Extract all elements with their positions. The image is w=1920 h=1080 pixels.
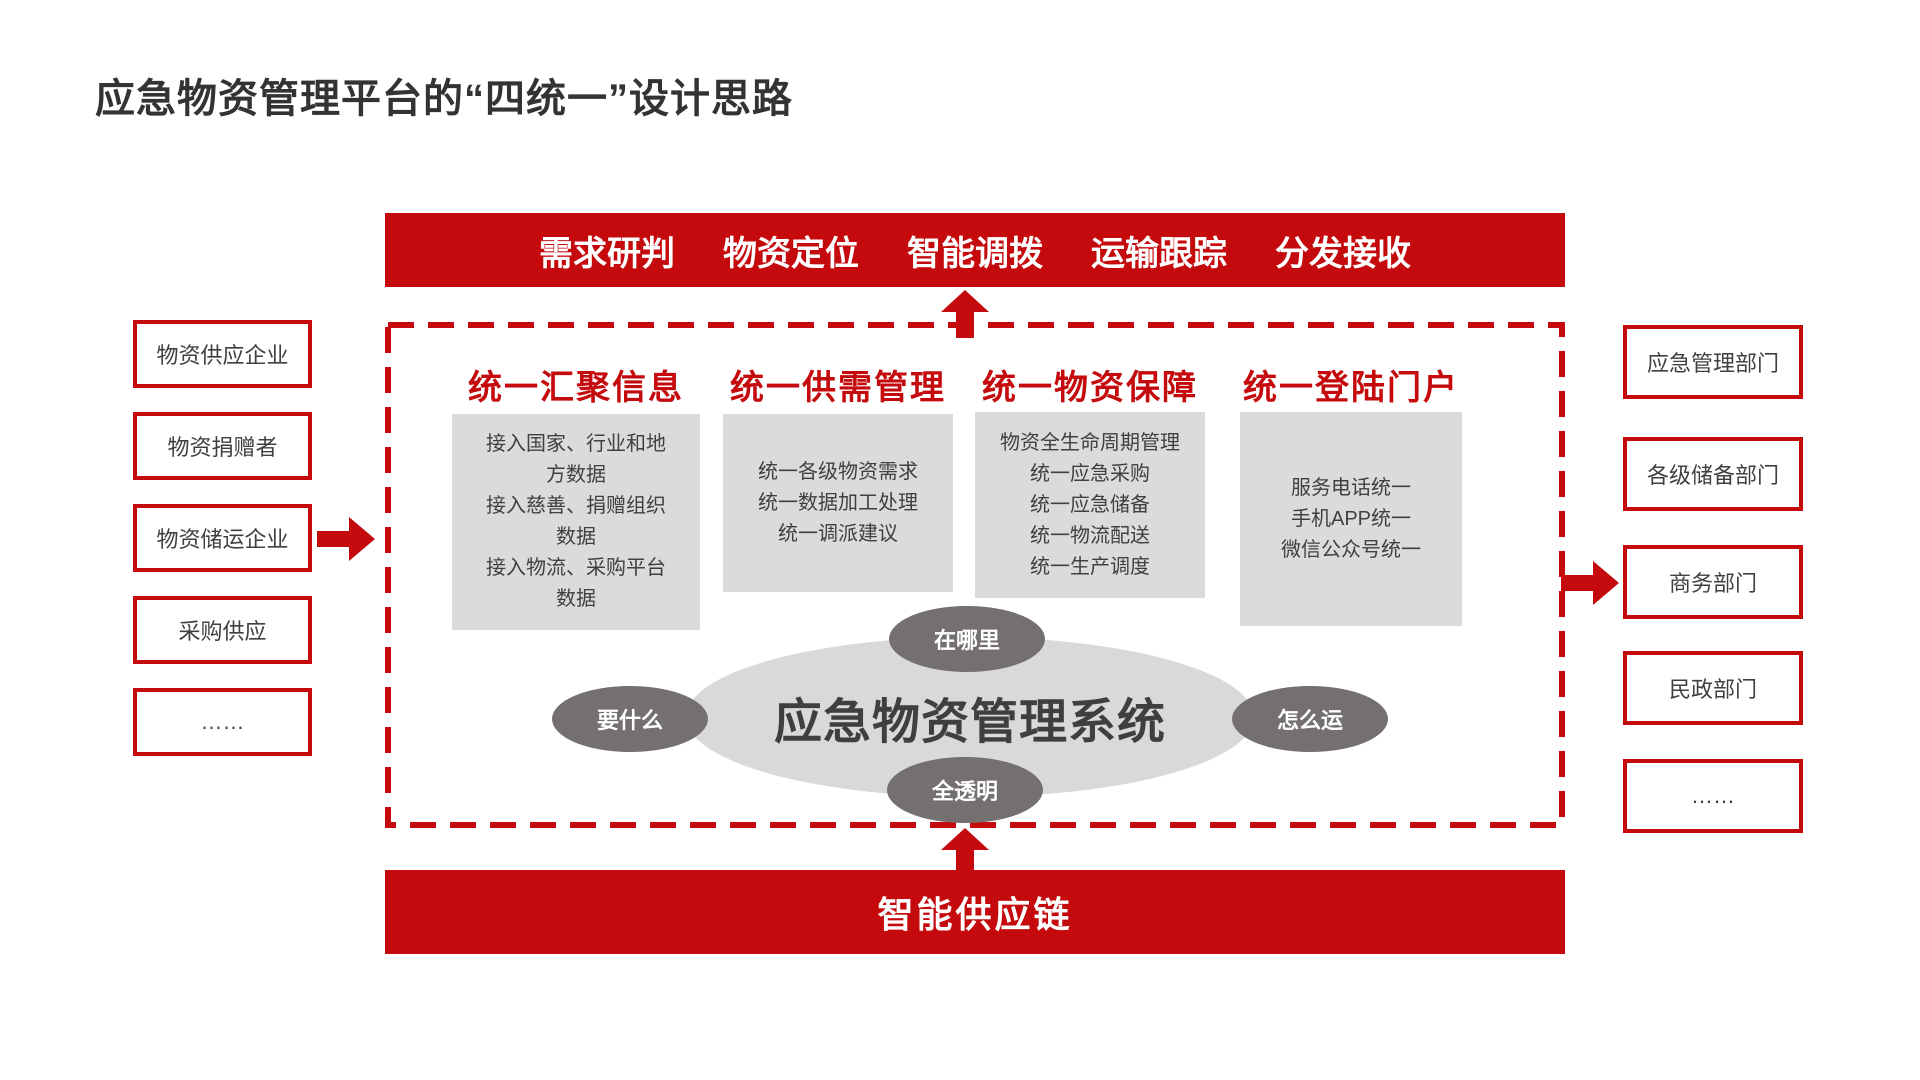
right-box-emergency-mgmt-dept: 应急管理部门 (1623, 325, 1803, 399)
bubble-how-transport: 怎么运 (1232, 686, 1388, 752)
page-title: 应急物资管理平台的“四统一”设计思路 (95, 77, 793, 121)
top-bar-item-distribution-receiving: 分发接收 (1275, 234, 1411, 273)
pillar-title-login-portal: 统一登陆门户 (1243, 369, 1459, 407)
bubble-transparency: 全透明 (887, 757, 1043, 823)
pillar-line: 统一调派建议 (778, 522, 898, 545)
pillar-line: 统一数据加工处理 (758, 491, 918, 514)
pillar-line: 统一应急采购 (1030, 462, 1150, 485)
pillar-line: 统一应急储备 (1030, 493, 1150, 516)
pillar-line: 接入物流、采购平台 数据 (486, 557, 666, 610)
pillar-line: 物资全生命周期管理 (1000, 431, 1180, 454)
pillar-line: 微信公众号统一 (1281, 538, 1421, 561)
left-box-ellipsis: …… (133, 688, 312, 756)
top-bar-item-smart-dispatch: 智能调拨 (907, 234, 1043, 273)
right-box-civil-affairs-dept: 民政部门 (1623, 651, 1803, 725)
pillar-line: 统一各级物资需求 (758, 460, 918, 483)
pillar-title-supplies-support: 统一物资保障 (982, 369, 1198, 407)
top-bar-item-transport-tracking: 运输跟踪 (1091, 234, 1227, 273)
smart-supply-chain-bar: 智能供应链 (385, 870, 1565, 954)
right-box-reserve-depts: 各级储备部门 (1623, 437, 1803, 511)
arrow-up-from-supply-chain-icon (941, 828, 989, 874)
pillar-body-info-aggregation: 接入国家、行业和地 方数据 接入慈善、捐赠组织 数据 接入物流、采购平台 数据 (452, 414, 700, 630)
bubble-what: 要什么 (552, 686, 708, 752)
left-box-procurement-supply: 采购供应 (133, 596, 312, 664)
left-box-storage-transport-enterprises: 物资储运企业 (133, 504, 312, 572)
top-process-bar: 需求研判 物资定位 智能调拨 运输跟踪 分发接收 (385, 213, 1565, 287)
arrow-up-to-top-bar-icon (941, 290, 989, 338)
top-bar-item-supplies-location: 物资定位 (723, 234, 859, 273)
pillar-line: 服务电话统一 (1291, 476, 1411, 499)
pillar-line: 统一物流配送 (1030, 524, 1150, 547)
pillar-line: 接入慈善、捐赠组织 数据 (486, 495, 666, 548)
right-box-ellipsis: …… (1623, 759, 1803, 833)
bubble-where: 在哪里 (889, 606, 1045, 672)
pillar-title-info-aggregation: 统一汇聚信息 (468, 369, 684, 407)
arrow-right-out-of-platform-icon (1561, 561, 1619, 605)
pillar-line: 接入国家、行业和地 方数据 (486, 433, 666, 486)
system-name: 应急物资管理系统 (773, 696, 1166, 749)
pillar-body-supply-demand: 统一各级物资需求 统一数据加工处理 统一调派建议 (723, 414, 953, 592)
pillar-line: 手机APP统一 (1290, 507, 1412, 530)
pillar-body-supplies-support: 物资全生命周期管理 统一应急采购 统一应急储备 统一物流配送 统一生产调度 (975, 412, 1205, 598)
pillar-line: 统一生产调度 (1030, 555, 1150, 578)
right-box-commerce-dept: 商务部门 (1623, 545, 1803, 619)
arrow-right-into-platform-icon (317, 517, 375, 561)
left-box-donors: 物资捐赠者 (133, 412, 312, 480)
left-box-supply-enterprises: 物资供应企业 (133, 320, 312, 388)
pillar-body-login-portal: 服务电话统一 手机APP统一 微信公众号统一 (1240, 412, 1462, 626)
top-bar-item-demand-analysis: 需求研判 (539, 234, 675, 273)
bottom-bar-label: 智能供应链 (877, 894, 1073, 935)
pillar-title-supply-demand: 统一供需管理 (730, 369, 946, 407)
